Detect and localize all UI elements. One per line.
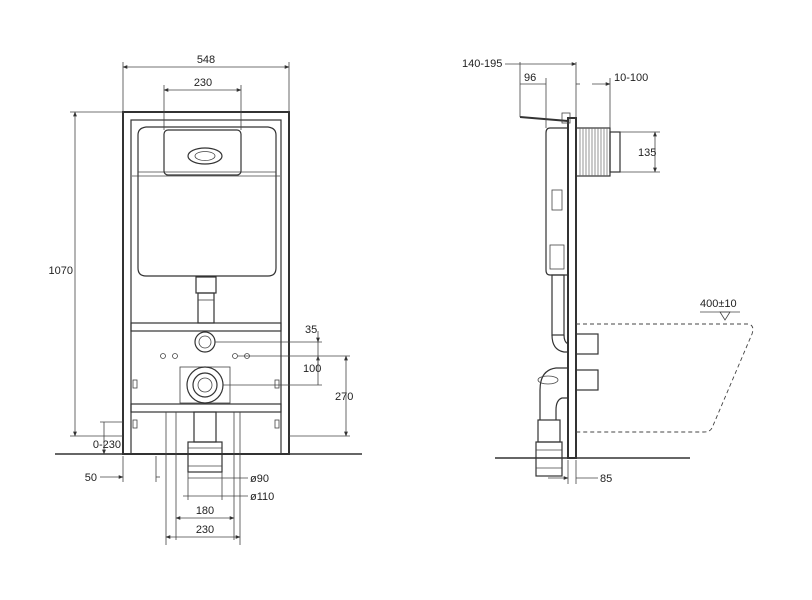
dim-96: 96 — [524, 72, 536, 84]
dim-button-width: 230 — [194, 77, 212, 89]
water-inlet — [194, 331, 216, 353]
drain-elbow — [539, 367, 568, 420]
drain-pipe-side — [535, 441, 563, 477]
dim-base-230: 230 — [196, 524, 214, 536]
dim-270: 270 — [335, 391, 353, 403]
frame-inner — [130, 119, 282, 455]
bolt-hole — [160, 353, 166, 359]
dim-pipe-110: ø110 — [250, 491, 274, 503]
button-housing-side — [575, 127, 611, 177]
dim-frame-width: 548 — [197, 54, 215, 66]
cross-bar-lower — [130, 403, 282, 413]
front-view: 548 230 1070 0-230 50 35 100 270 — [49, 54, 362, 545]
cross-bar-upper — [130, 322, 282, 332]
drain-pipe — [187, 441, 223, 473]
bowl-bolt-lower — [575, 369, 599, 391]
dim-85: 85 — [600, 473, 612, 485]
dim-height: 1070 — [49, 265, 73, 277]
dim-35: 35 — [305, 324, 317, 336]
cistern-side — [545, 127, 569, 276]
flush-plate — [163, 129, 242, 176]
drain-outlet — [186, 366, 224, 404]
dim-100: 100 — [303, 363, 321, 375]
wall-anchor — [519, 116, 569, 122]
side-view: 140-195 96 10-100 135 400±10 85 — [462, 58, 754, 485]
cistern-tank — [137, 126, 277, 277]
dim-bowl-height: 400±10 — [700, 298, 737, 310]
frame-side-plate — [567, 117, 577, 459]
dim-depth-range: 140-195 — [462, 58, 502, 70]
bowl-bolt-upper — [575, 333, 599, 355]
bolt-hole — [172, 353, 178, 359]
toilet-bowl-outline — [576, 323, 754, 433]
dim-135: 135 — [638, 147, 656, 159]
dim-base-180: 180 — [196, 505, 214, 517]
dim-floor-range: 0-230 — [93, 439, 121, 451]
dim-wall-range: 10-100 — [614, 72, 648, 84]
bolt-hole — [232, 353, 238, 359]
flush-button-icon — [187, 147, 223, 165]
dim-pipe-90: ø90 — [250, 473, 269, 485]
dim-offset-50: 50 — [85, 472, 97, 484]
